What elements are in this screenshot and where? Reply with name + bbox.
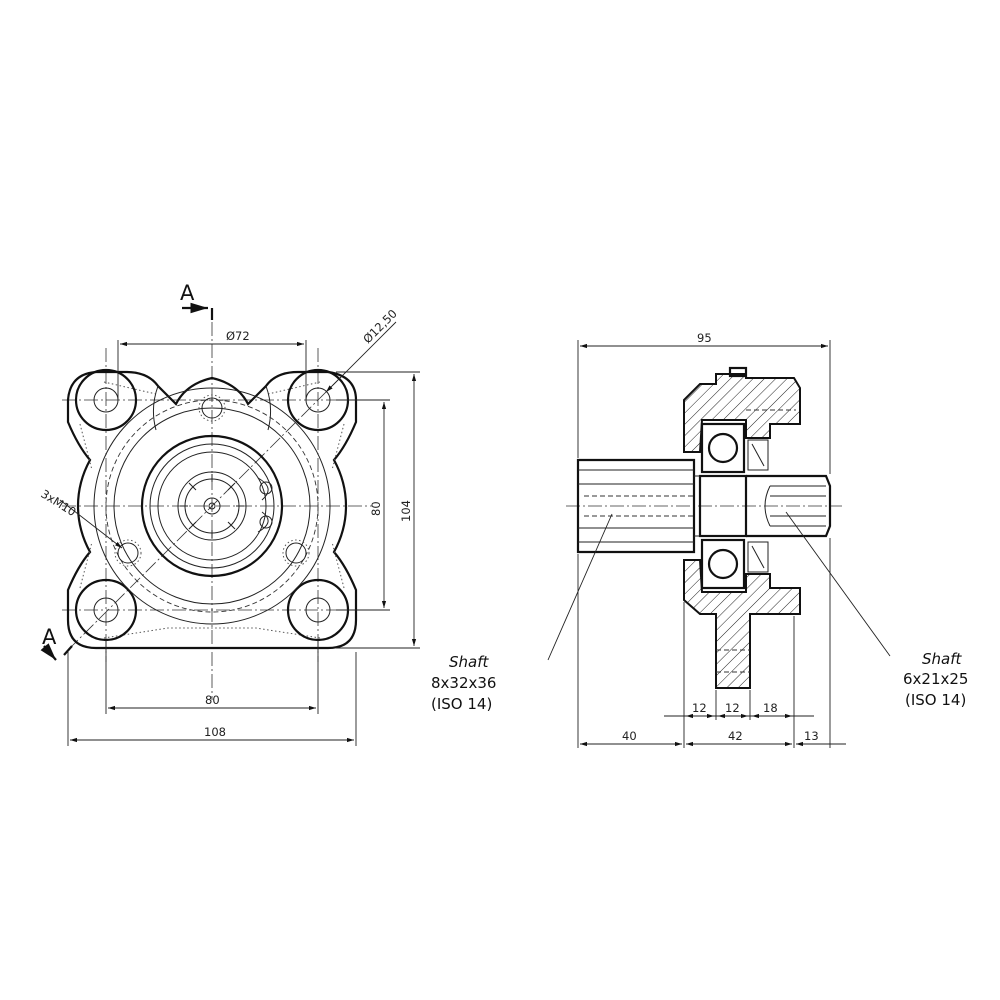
dim-width-80: 80: [205, 693, 220, 707]
dim-thread-3xm10: 3xM10: [38, 487, 78, 519]
flange-outline: [66, 370, 358, 650]
dim-height-80: 80: [369, 501, 383, 516]
dim-diameter-12-50: Ø12,50: [360, 307, 400, 347]
shaft-left: [576, 458, 696, 554]
shaft-left-standard: (ISO 14): [431, 695, 492, 713]
shaft-label-left: Shaft 8x32x36 (ISO 14): [431, 653, 496, 713]
dim-length-18: 18: [763, 701, 778, 715]
threaded-hole-left: [114, 539, 142, 567]
dim-length-95: 95: [697, 331, 712, 345]
dim-length-12-a: 12: [692, 701, 707, 715]
dim-width-108: 108: [204, 725, 226, 739]
shaft-label-right: Shaft 6x21x25 (ISO 14): [903, 650, 968, 709]
shaft-right-title: Shaft: [922, 650, 963, 668]
section-view: 95 12 12 18 40 42 13: [547, 331, 891, 748]
front-view: A A Ø72 Ø12,50 3xM10 80 104 80: [38, 281, 420, 746]
dim-length-40: 40: [622, 729, 637, 743]
dim-diameter-72: Ø72: [226, 329, 250, 343]
dim-length-12-b: 12: [725, 701, 740, 715]
shaft-left-size: 8x32x36: [431, 674, 496, 692]
shaft-right-size: 6x21x25: [903, 670, 968, 688]
section-label-top: A: [180, 281, 195, 305]
dim-length-42: 42: [728, 729, 743, 743]
section-label-bottom: A: [42, 625, 57, 649]
threaded-hole-top: [198, 394, 226, 422]
shaft-right: [746, 474, 832, 538]
threaded-hole-right: [282, 539, 310, 567]
shaft-left-title: Shaft: [449, 653, 490, 671]
shaft-right-standard: (ISO 14): [905, 691, 966, 709]
housing-section-bottom: [683, 559, 801, 689]
dim-length-13: 13: [804, 729, 819, 743]
dim-height-104: 104: [399, 500, 413, 522]
